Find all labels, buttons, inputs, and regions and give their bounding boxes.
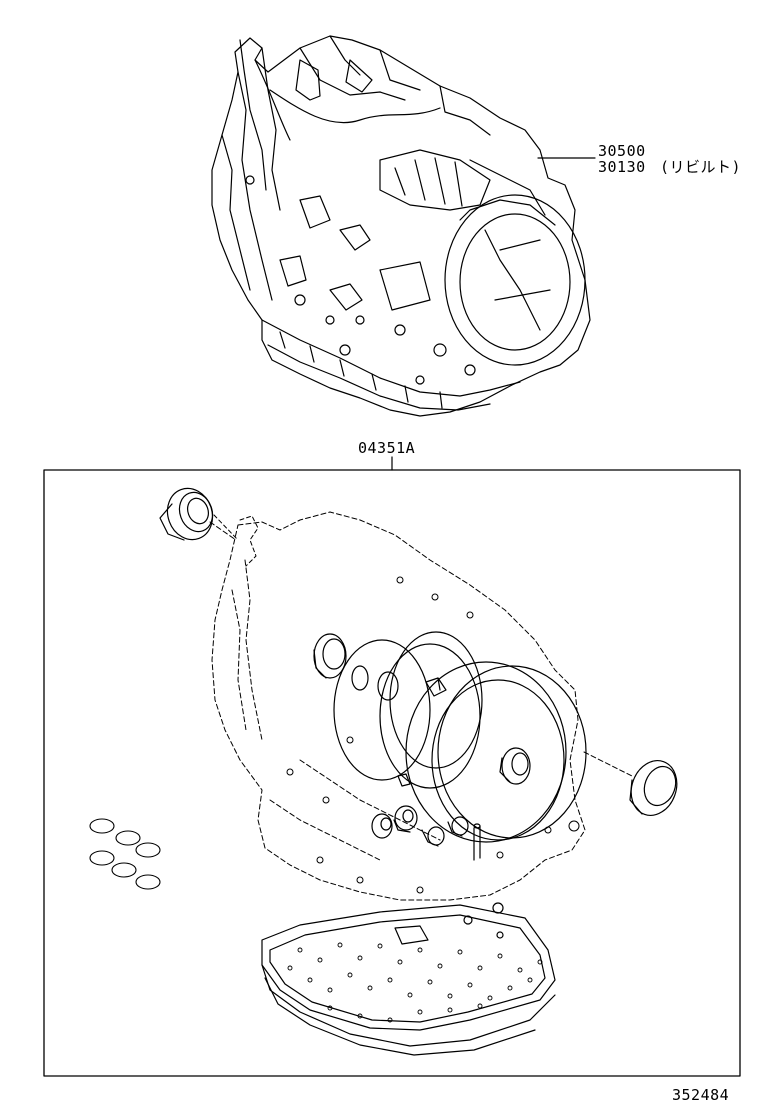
oil-seal-right [629,760,678,816]
bushing-1 [371,813,393,839]
bushing-2 [393,805,418,833]
case-phantom-outline [211,511,586,901]
rebuilt-note-label: (リビルト) [660,158,742,176]
valve-body-gasket-set [261,902,556,1056]
small-plug [425,677,447,697]
figure-id-label: 352484 [672,1086,730,1104]
rebuilt-part-number-label: 30130 [598,158,646,176]
assembly-part-number-label: 30500 [598,142,646,160]
converter-seal [499,747,531,785]
bushing-4 [447,816,469,837]
loose-o-rings [89,818,161,890]
pin [473,823,481,861]
transaxle-assembly-illustration [211,35,591,417]
overhaul-kit-number-label: 04351A [358,439,416,457]
small-cap [397,773,411,787]
overhaul-kit-box [43,469,741,1077]
seal-right-phantom-line [583,751,633,777]
oil-seal-front [313,633,347,679]
o-ring-stack [333,631,587,843]
oil-seal-top [159,487,214,541]
seal-top-phantom-line [209,521,237,541]
shift-sensor-phantom [213,514,259,567]
valve-body-plate-holes [287,942,543,1023]
bushing-3 [421,826,445,847]
case-bolt-holes [286,576,580,894]
